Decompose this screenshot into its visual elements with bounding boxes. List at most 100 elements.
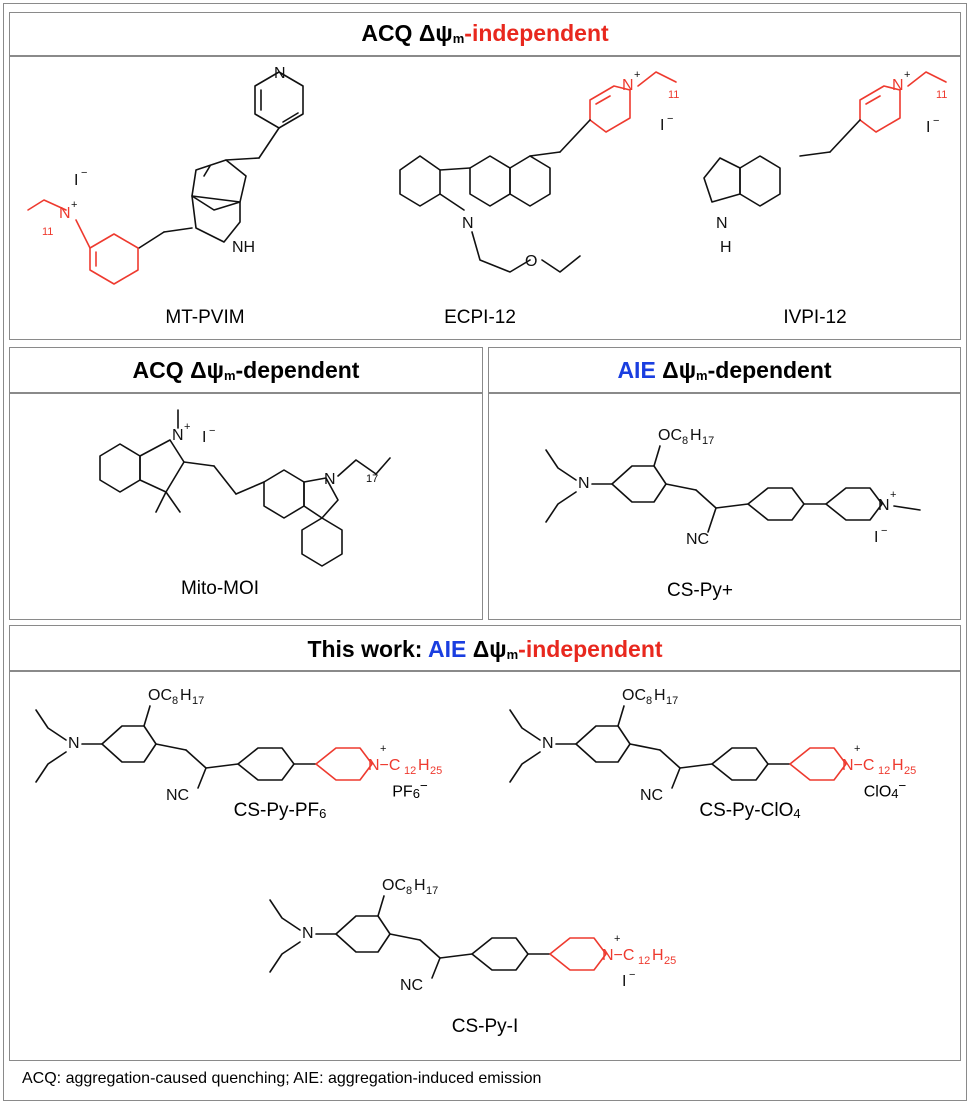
svg-text:17: 17 xyxy=(366,473,378,485)
svg-text:N: N xyxy=(172,427,184,444)
pf6-counterion: PF6− xyxy=(392,778,428,802)
svg-text:+: + xyxy=(614,933,620,945)
svg-text:8: 8 xyxy=(172,695,178,707)
svg-text:N: N xyxy=(622,77,634,94)
svg-text:NH: NH xyxy=(232,239,255,256)
svg-text:−: − xyxy=(933,115,939,127)
svg-text:H: H xyxy=(720,239,732,256)
svg-text:+: + xyxy=(890,489,896,501)
svg-text:I: I xyxy=(202,429,206,446)
middle-left-title: ACQ Δψm-dependent xyxy=(132,357,360,383)
svg-text:OC: OC xyxy=(658,427,682,444)
cs-py-plus-structure: N OC 8 H 17 NC N + I − xyxy=(545,427,921,548)
svg-text:N−C: N−C xyxy=(368,757,400,774)
top-panel-header-box xyxy=(9,12,961,56)
clo4-counterion: ClO4− xyxy=(863,778,907,802)
svg-text:17: 17 xyxy=(426,885,438,897)
mito-moi-label: Mito-MOI xyxy=(180,578,260,599)
svg-text:25: 25 xyxy=(664,955,676,967)
svg-text:−: − xyxy=(881,525,887,537)
svg-text:OC: OC xyxy=(382,877,406,894)
svg-text:H: H xyxy=(654,687,666,704)
svg-text:H: H xyxy=(414,877,426,894)
svg-text:−: − xyxy=(667,113,673,125)
svg-text:N: N xyxy=(59,205,71,222)
svg-text:17: 17 xyxy=(666,695,678,707)
svg-text:+: + xyxy=(634,69,640,81)
svg-text:17: 17 xyxy=(192,695,204,707)
svg-text:+: + xyxy=(854,743,860,755)
svg-text:12: 12 xyxy=(404,765,416,777)
top-panel-body xyxy=(9,56,961,340)
svg-text:N: N xyxy=(892,77,904,94)
svg-text:N−C: N−C xyxy=(602,947,634,964)
svg-text:N: N xyxy=(324,471,336,488)
svg-text:N: N xyxy=(716,215,728,232)
svg-text:H: H xyxy=(690,427,702,444)
svg-text:−: − xyxy=(629,969,635,981)
svg-text:N: N xyxy=(578,475,590,492)
ivpi-12-structure: N + 11 I − N H xyxy=(703,69,947,256)
svg-text:17: 17 xyxy=(702,435,714,447)
svg-text:12: 12 xyxy=(638,955,650,967)
svg-text:−: − xyxy=(209,425,215,437)
cs-py-clo4-structure: N OC 8 H 17 NC N−C + 12 H 25 xyxy=(509,687,916,804)
ecpi-12-structure: N + 11 I − N O xyxy=(399,69,679,273)
svg-text:OC: OC xyxy=(622,687,646,704)
svg-text:8: 8 xyxy=(682,435,688,447)
svg-text:8: 8 xyxy=(646,695,652,707)
footnote: ACQ: aggregation-caused quenching; AIE: … xyxy=(22,1070,542,1087)
svg-text:N: N xyxy=(542,735,554,752)
svg-text:+: + xyxy=(184,421,190,433)
svg-text:I: I xyxy=(660,117,664,134)
svg-text:I: I xyxy=(874,529,878,546)
svg-text:25: 25 xyxy=(904,765,916,777)
svg-text:I: I xyxy=(74,172,78,189)
svg-text:N: N xyxy=(274,65,286,82)
mito-moi-structure: N + I − N 17 xyxy=(99,409,391,567)
svg-text:N: N xyxy=(878,497,890,514)
svg-text:H: H xyxy=(892,757,904,774)
svg-text:12: 12 xyxy=(878,765,890,777)
svg-text:11: 11 xyxy=(668,89,679,101)
cs-py-pf6-label: CS-Py-PF6 xyxy=(233,800,327,821)
svg-text:8: 8 xyxy=(406,885,412,897)
svg-text:NC: NC xyxy=(166,787,189,804)
middle-right-body xyxy=(488,393,961,620)
bottom-panel-body xyxy=(9,671,961,1061)
cs-py-pf6-structure: N OC 8 H 17 NC N−C + 12 H 25 xyxy=(35,687,442,804)
svg-text:N: N xyxy=(302,925,314,942)
svg-text:OC: OC xyxy=(148,687,172,704)
bottom-panel-header-box xyxy=(9,625,961,671)
top-panel-title: ACQ Δψm-independent xyxy=(361,20,609,46)
svg-text:N−C: N−C xyxy=(842,757,874,774)
svg-text:H: H xyxy=(180,687,192,704)
cs-py-plus-label: CS-Py+ xyxy=(667,580,733,601)
figure-frame xyxy=(3,3,967,1101)
svg-text:N: N xyxy=(68,735,80,752)
svg-text:+: + xyxy=(380,743,386,755)
svg-text:+: + xyxy=(71,199,77,211)
svg-text:11: 11 xyxy=(936,89,947,101)
mt-pvim-label: MT-PVIM xyxy=(165,307,245,328)
svg-text:O: O xyxy=(525,253,537,270)
svg-text:11: 11 xyxy=(42,226,53,238)
svg-text:25: 25 xyxy=(430,765,442,777)
svg-text:NC: NC xyxy=(640,787,663,804)
middle-left-body xyxy=(9,393,483,620)
svg-text:N: N xyxy=(462,215,474,232)
cs-py-clo4-label: CS-Py-ClO4 xyxy=(699,800,801,821)
svg-text:I: I xyxy=(622,973,626,990)
svg-text:H: H xyxy=(418,757,430,774)
cs-py-i-structure: N OC 8 H 17 NC N−C + 12 H 25 I − xyxy=(269,877,676,994)
middle-right-header-box xyxy=(488,347,961,393)
middle-left-header-box xyxy=(9,347,483,393)
svg-text:I: I xyxy=(926,119,930,136)
middle-right-title: AIE Δψm-dependent xyxy=(617,357,832,383)
svg-text:NC: NC xyxy=(686,531,709,548)
ecpi-12-label: ECPI-12 xyxy=(444,307,516,328)
svg-text:H: H xyxy=(652,947,664,964)
cs-py-i-label: CS-Py-I xyxy=(451,1016,519,1037)
ivpi-12-label: IVPI-12 xyxy=(783,307,847,328)
svg-text:+: + xyxy=(904,69,910,81)
